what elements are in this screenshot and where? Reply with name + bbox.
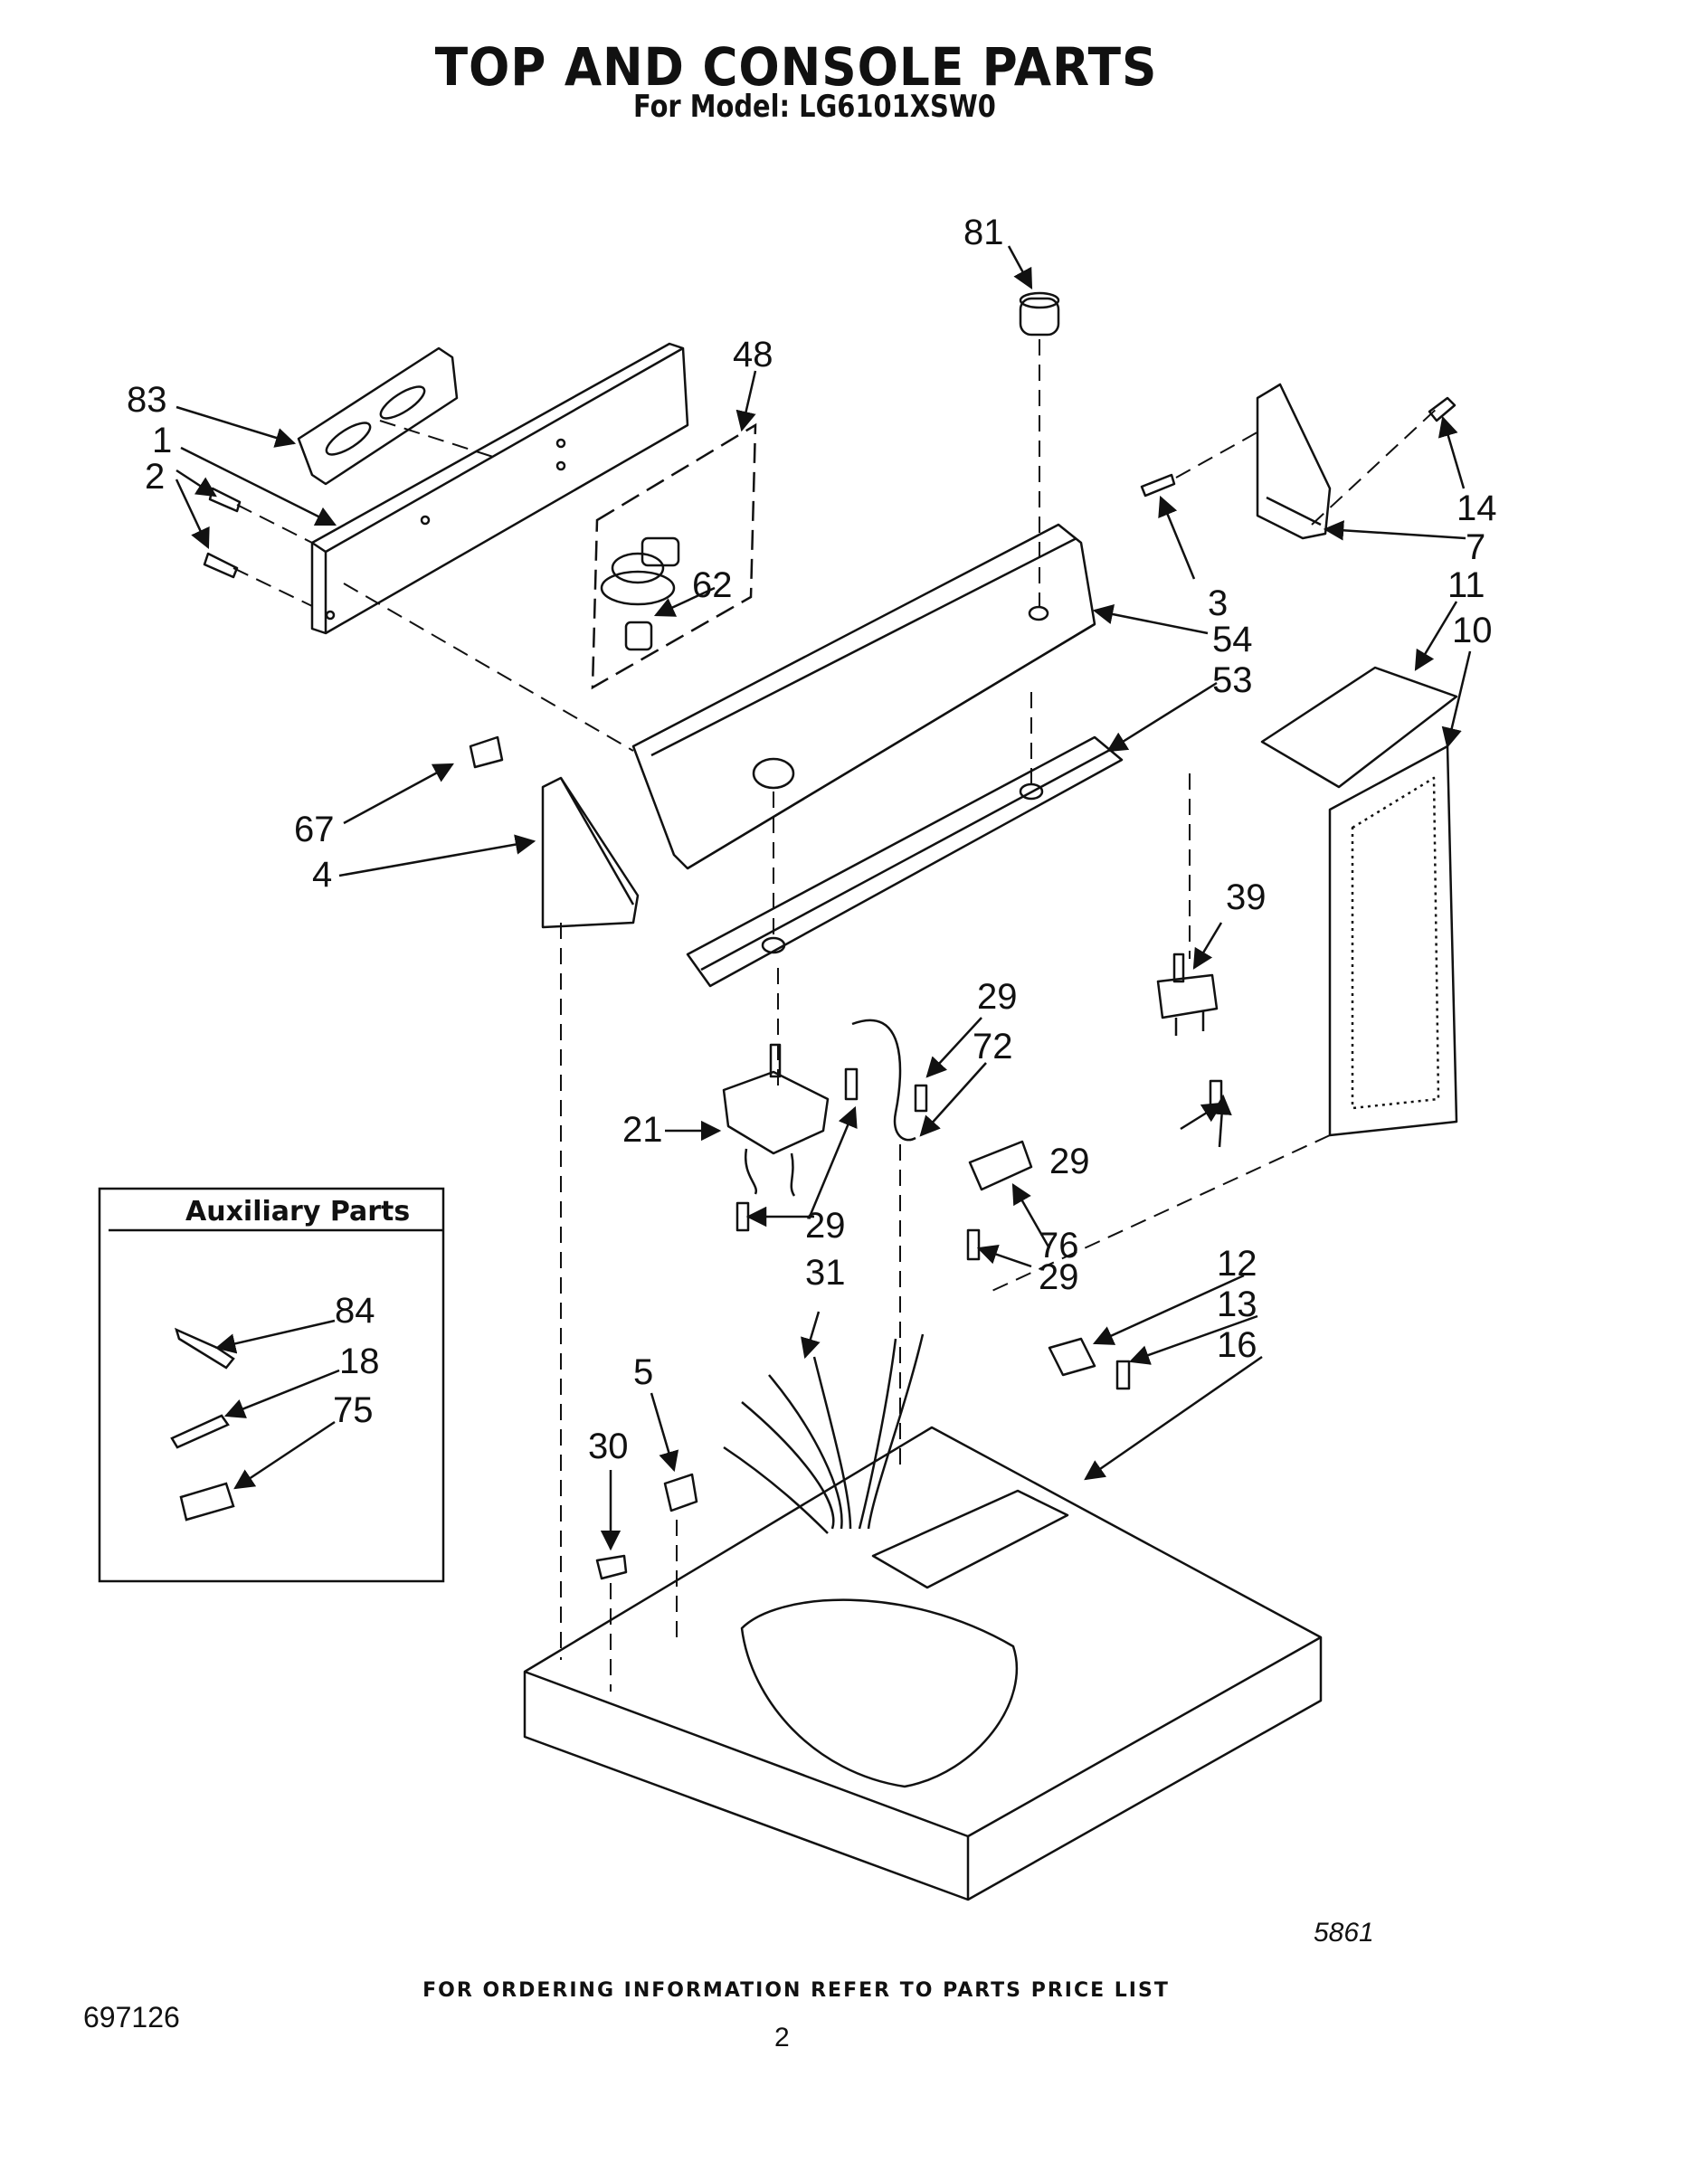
part-48-knob-assembly: [600, 536, 680, 651]
callout-4: 4: [312, 855, 332, 895]
part-31-wire-harness: [723, 1333, 925, 1534]
callout-76: 76: [1039, 1226, 1079, 1266]
callout-7: 7: [1466, 527, 1485, 567]
callout-54: 54: [1212, 620, 1253, 659]
page-number: 2: [774, 2023, 790, 2052]
callout-29d: 29: [1039, 1257, 1079, 1297]
callout-84: 84: [335, 1291, 375, 1331]
part-14-screw: [1428, 396, 1457, 422]
callout-21: 21: [622, 1110, 663, 1150]
part-10-lint-screen: [1328, 744, 1458, 1137]
part-2-screws: [203, 487, 242, 579]
page-title: TOP AND CONSOLE PARTS: [434, 36, 1158, 98]
callout-12: 12: [1217, 1244, 1257, 1284]
callout-14: 14: [1457, 488, 1497, 528]
callout-48: 48: [733, 335, 773, 374]
ordering-note: FOR ORDERING INFORMATION REFER TO PARTS …: [422, 1979, 1170, 2002]
part-7-end-cap: [1256, 383, 1332, 540]
callout-29c: 29: [1049, 1142, 1090, 1181]
part-16-top: [523, 1426, 1323, 1901]
part-30-clip: [595, 1554, 628, 1580]
callout-53: 53: [1212, 660, 1253, 700]
callout-81: 81: [963, 213, 1004, 252]
callout-1: 1: [152, 421, 172, 460]
callout-2: 2: [145, 457, 165, 497]
part-76-switch: [968, 1140, 1033, 1191]
figure-number: 5861: [1314, 1918, 1374, 1948]
auxiliary-parts-box: [98, 1187, 445, 1583]
callout-30: 30: [588, 1427, 629, 1466]
callout-16: 16: [1217, 1325, 1257, 1365]
part-1-back-panel: [310, 342, 689, 635]
callout-29b: 29: [805, 1206, 846, 1246]
part-3-screw: [1140, 473, 1176, 498]
part-83-bracket: [297, 346, 459, 486]
callout-5: 5: [633, 1352, 653, 1392]
part-11-lint-cover: [1260, 666, 1458, 789]
callout-11: 11: [1447, 565, 1485, 605]
part-81-knob: [1019, 291, 1060, 337]
document-number: 697126: [83, 2001, 180, 2034]
callout-3: 3: [1208, 583, 1228, 623]
callout-67: 67: [294, 810, 335, 849]
callout-29a: 29: [977, 977, 1018, 1017]
callout-75: 75: [333, 1390, 374, 1430]
model-label: For Model: LG6101XSW0: [633, 89, 996, 125]
auxiliary-parts-title: Auxiliary Parts: [185, 1196, 410, 1228]
part-72-ground-wire: [851, 1019, 916, 1142]
part-39-switch: [1156, 953, 1219, 1036]
part-67-clip: [469, 735, 504, 769]
part-5-bracket: [663, 1473, 698, 1512]
part-13-screw: [1115, 1360, 1131, 1390]
callout-10: 10: [1452, 611, 1493, 650]
part-21-timer: [722, 1043, 830, 1197]
callout-83: 83: [127, 380, 167, 420]
callout-31: 31: [805, 1253, 846, 1293]
callout-72: 72: [973, 1027, 1013, 1067]
callout-18: 18: [339, 1341, 380, 1381]
callout-62: 62: [692, 565, 733, 605]
part-4-end-cap: [541, 776, 640, 929]
part-12-clip: [1048, 1337, 1096, 1377]
callout-39: 39: [1226, 877, 1267, 917]
callout-13: 13: [1217, 1285, 1257, 1324]
